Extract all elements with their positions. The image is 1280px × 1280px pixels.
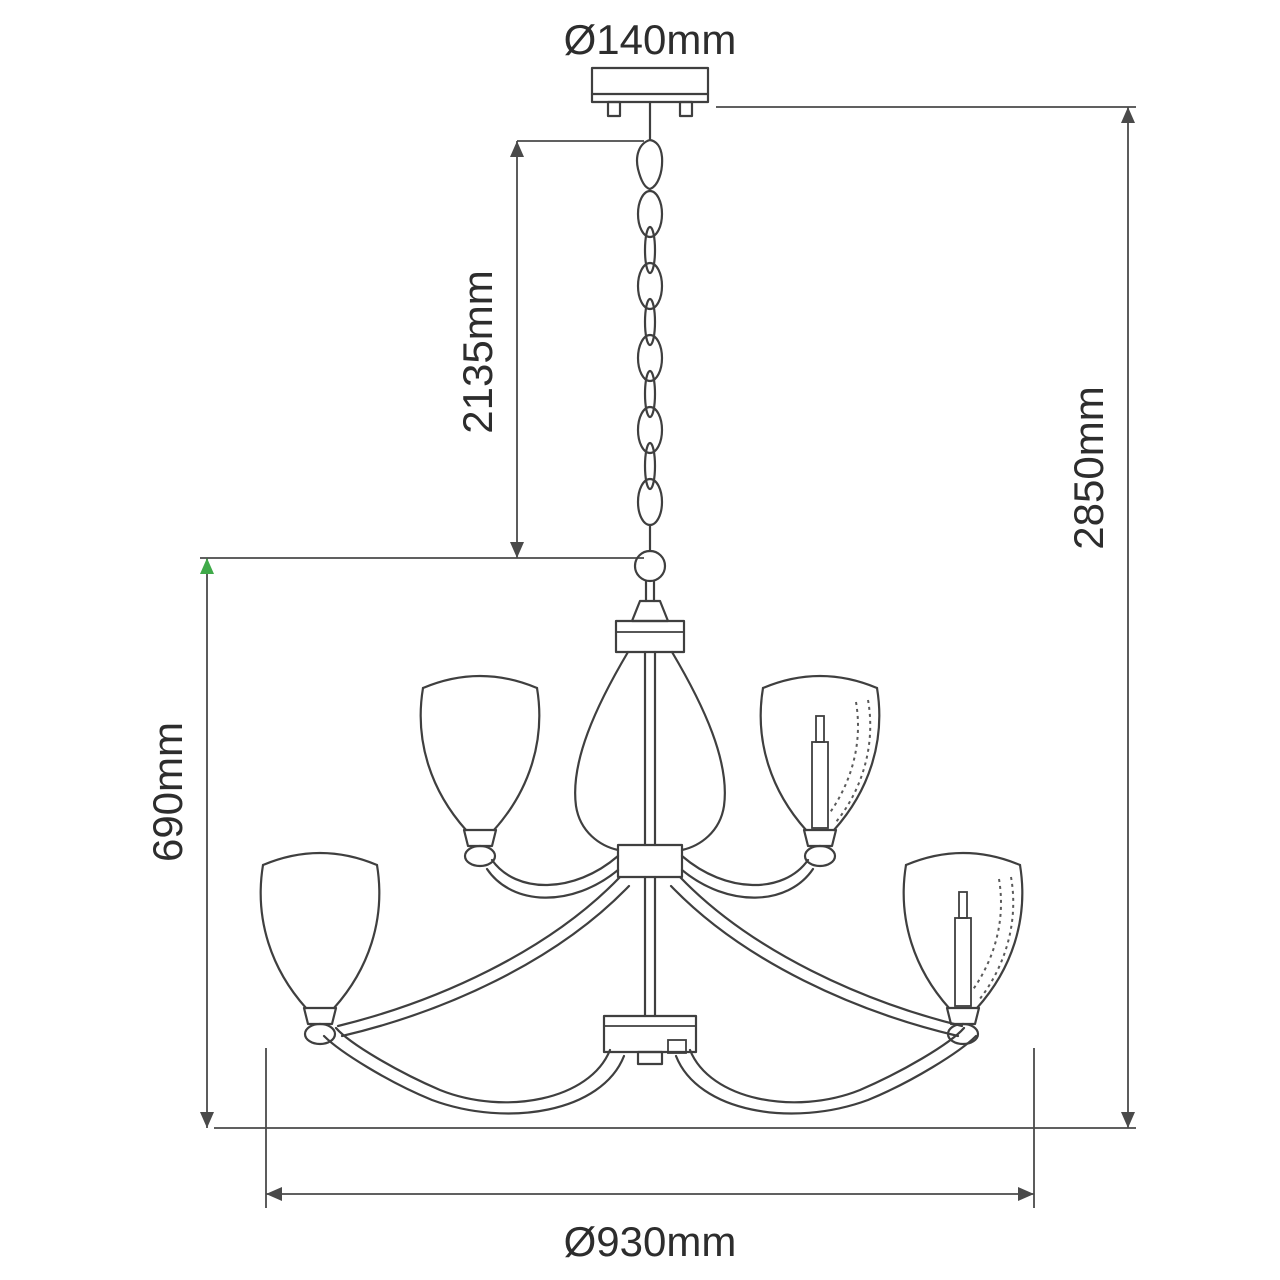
chain-drop-label: 2135mm (454, 270, 501, 433)
upper-shade-left (419, 674, 541, 868)
lower-shade-right (902, 851, 1024, 1046)
mid-hub (616, 843, 684, 879)
glass-shading (971, 878, 1002, 992)
chain-drop-dimension: 2135mm (454, 140, 644, 558)
glass-shading (978, 876, 1015, 1001)
glass-shading (835, 699, 872, 823)
shade-holder (945, 1006, 981, 1026)
shade-holder (462, 828, 498, 848)
body-diameter-label: Ø930mm (564, 1218, 737, 1265)
overall-height-label: 2850mm (1065, 386, 1112, 549)
arm-ball-joint (303, 1022, 337, 1046)
hanging-loop (633, 549, 667, 583)
arrowhead-right-icon (1018, 1187, 1034, 1201)
arrowhead-up-icon (510, 141, 524, 157)
arrowhead-left-icon (266, 1187, 282, 1201)
arm-ball-joint (463, 844, 497, 868)
bottom-hub (602, 1014, 698, 1054)
body-height-label: 690mm (144, 722, 191, 862)
ceiling-canopy (590, 66, 710, 142)
body-diameter-dimension: Ø930mm (265, 1048, 1035, 1265)
bottom-finial (636, 1050, 664, 1066)
bulb-tip (958, 891, 968, 919)
suspension-hook (635, 138, 664, 191)
candle-bulb (954, 917, 972, 1007)
arrowhead-down-icon (200, 1112, 214, 1128)
candle-bulb (811, 741, 829, 829)
top-hub (614, 579, 686, 654)
upper-tier-arms (485, 854, 815, 899)
canopy-mount-tab (678, 100, 694, 118)
lower-tier-arms (322, 875, 978, 1115)
arrowhead-up-icon (1121, 107, 1135, 123)
canopy-mount-tab (606, 100, 622, 118)
shade-holder (302, 1006, 338, 1026)
arm-ball-joint (946, 1022, 980, 1046)
arrowhead-up-green-icon (200, 558, 214, 574)
arrowhead-down-icon (510, 542, 524, 558)
central-column (574, 650, 726, 1066)
glass-shading (828, 701, 859, 815)
upper-shade-right (759, 674, 881, 868)
dimension-annotations: Ø140mm 2850mm 2135mm 690mm (144, 16, 1136, 1265)
suspension-chain (636, 189, 664, 553)
bottom-hub-detail (667, 1039, 687, 1054)
arm-ball-joint (803, 844, 837, 868)
bulb-tip (815, 715, 825, 743)
shade-holder (802, 828, 838, 848)
canopy-diameter-label: Ø140mm (564, 16, 737, 63)
arrowhead-down-icon (1121, 1112, 1135, 1128)
lower-shade-left (259, 851, 381, 1046)
overall-height-dimension: 2850mm (214, 106, 1136, 1129)
body-height-dimension: 690mm (144, 557, 644, 1128)
